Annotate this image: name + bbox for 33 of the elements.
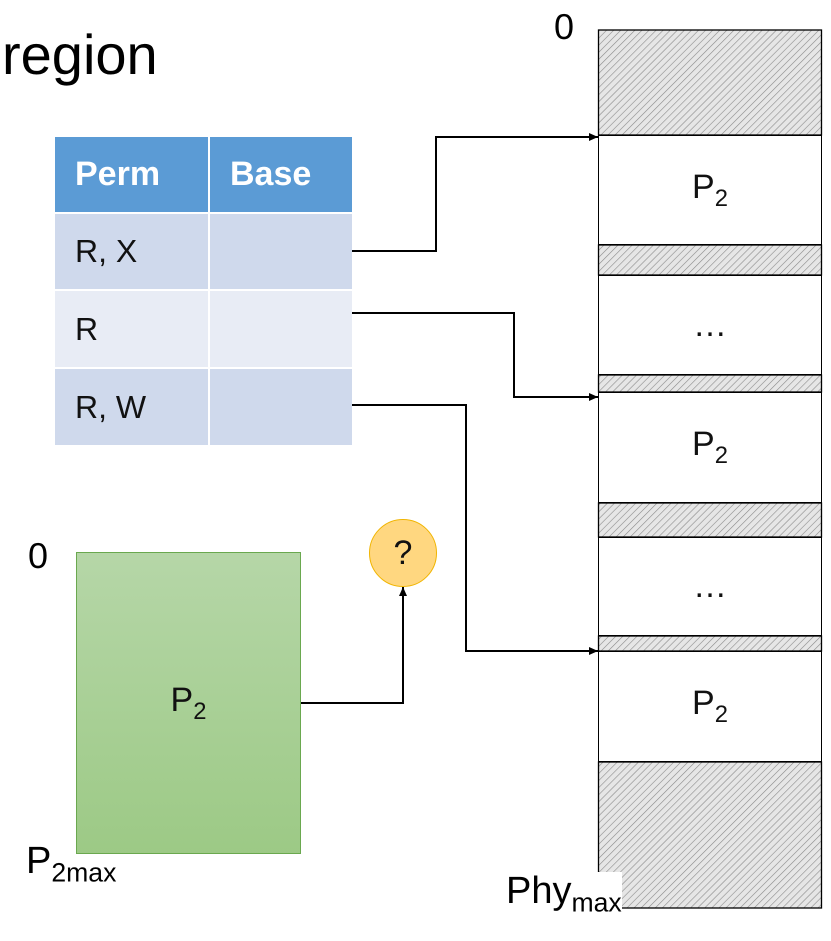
address-label: 0: [28, 535, 48, 577]
cell-text: R, X: [75, 233, 138, 270]
column-header: Perm: [55, 137, 208, 212]
block-label: P$_{2}$: [692, 425, 728, 470]
free-memory-region: [598, 374, 822, 393]
table-row: [55, 291, 352, 367]
memory-block: [598, 537, 822, 636]
memory-block: [598, 651, 822, 762]
process-block: [76, 552, 301, 854]
column-header: Base: [210, 137, 352, 212]
block-label: P$_{2}$: [692, 168, 728, 212]
arrow: [352, 312, 598, 401]
block-label: …: [693, 567, 727, 606]
block-label: P$_{2}$: [692, 684, 728, 729]
cell-text: R: [75, 310, 98, 348]
title: region: [2, 22, 158, 87]
block-label: P$_{2}$: [170, 680, 206, 726]
arrow: [301, 587, 407, 704]
memory-block: [598, 135, 822, 245]
free-memory-region: [598, 244, 822, 276]
cell-text: R, W: [75, 388, 146, 426]
memory-block: [598, 275, 822, 375]
block-label: …: [693, 306, 727, 344]
question-mark: ?: [394, 534, 412, 572]
arrow: [352, 404, 598, 655]
memory-block: [598, 392, 822, 503]
table-row: [55, 369, 352, 445]
free-memory-region: [598, 635, 822, 652]
free-memory-region: [598, 29, 822, 136]
arrow: [352, 133, 598, 252]
table-row: [55, 214, 352, 289]
free-memory-region: [598, 502, 822, 538]
address-label: P$_{2max}$: [26, 840, 116, 889]
